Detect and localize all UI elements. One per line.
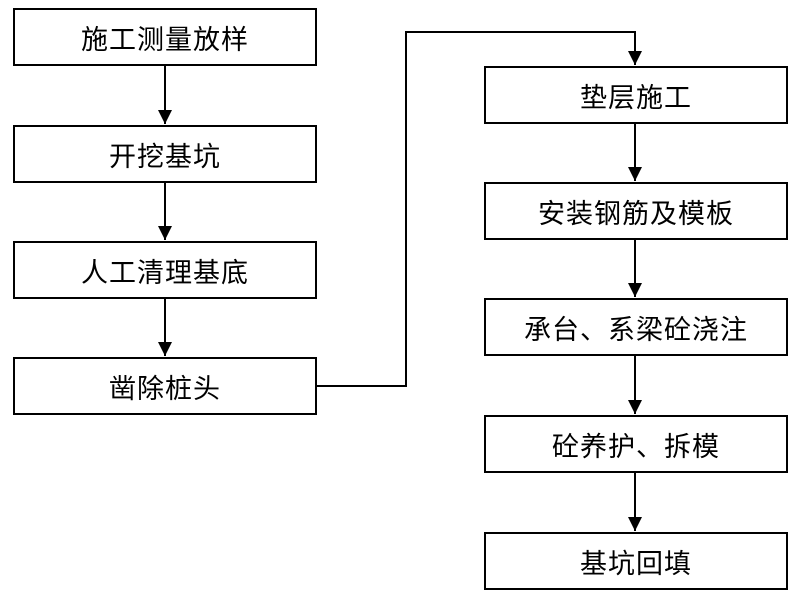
step-cure-remove-formwork: 砼养护、拆模 bbox=[484, 415, 788, 473]
step-label: 承台、系梁砼浇注 bbox=[524, 314, 748, 346]
step-excavate-pit: 开挖基坑 bbox=[13, 125, 317, 183]
step-label: 安装钢筋及模板 bbox=[538, 198, 734, 230]
step-label: 开挖基坑 bbox=[109, 141, 221, 173]
step-label: 基坑回填 bbox=[580, 548, 692, 580]
step-label: 施工测量放样 bbox=[81, 24, 249, 56]
step-label: 砼养护、拆模 bbox=[552, 431, 720, 463]
step-backfill-pit: 基坑回填 bbox=[484, 532, 788, 590]
step-survey-layout: 施工测量放样 bbox=[13, 8, 317, 66]
step-label: 人工清理基底 bbox=[81, 257, 249, 289]
step-chisel-pile-heads: 凿除桩头 bbox=[13, 357, 317, 415]
step-clean-base: 人工清理基底 bbox=[13, 241, 317, 299]
step-cushion-layer: 垫层施工 bbox=[484, 66, 788, 124]
step-install-rebar-formwork: 安装钢筋及模板 bbox=[484, 182, 788, 240]
arrow-4-to-5 bbox=[317, 31, 642, 387]
step-label: 凿除桩头 bbox=[109, 373, 221, 405]
step-pour-concrete: 承台、系梁砼浇注 bbox=[484, 298, 788, 356]
step-label: 垫层施工 bbox=[580, 82, 692, 114]
